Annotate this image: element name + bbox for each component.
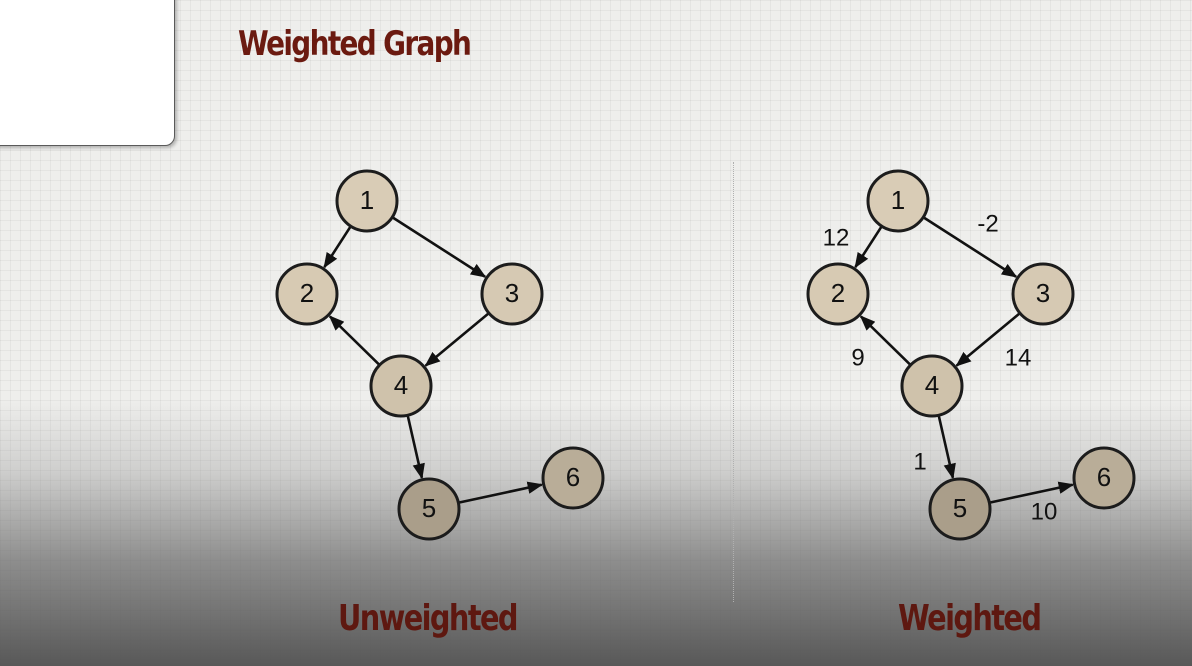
edge-4-5	[937, 415, 956, 480]
node-3: 3	[480, 262, 544, 326]
node-label: 1	[360, 185, 374, 215]
weight-label-5-6: 10	[1031, 498, 1058, 525]
node-4: 4	[369, 354, 433, 418]
edge-3-4	[955, 312, 1020, 367]
node-2: 2	[275, 262, 339, 326]
node-5: 5	[928, 477, 992, 541]
edge-4-2	[859, 315, 911, 366]
slide-title: Weighted Graph	[238, 24, 472, 64]
node-3: 3	[1011, 262, 1075, 326]
node-label: 1	[891, 185, 905, 215]
node-label: 3	[505, 278, 519, 308]
node-2: 2	[806, 262, 870, 326]
node-4: 4	[900, 354, 964, 418]
node-1: 1	[866, 169, 930, 233]
edge-1-2	[323, 226, 352, 269]
edge-1-3	[392, 216, 487, 278]
edge-1-3	[923, 216, 1018, 278]
unweighted-graph: 1 2 3 4 5 6	[275, 169, 605, 541]
weight-label-1-3: -2	[977, 210, 998, 237]
weight-label-1-2: 12	[823, 224, 850, 251]
caption-weighted: Weighted	[898, 598, 1042, 639]
node-6: 6	[541, 446, 605, 510]
corner-panel	[0, 0, 175, 146]
node-label: 5	[953, 493, 967, 523]
weight-label-4-2: 9	[851, 344, 864, 371]
node-5: 5	[397, 477, 461, 541]
node-label: 4	[925, 370, 939, 400]
caption-unweighted: Unweighted	[338, 598, 519, 639]
node-label: 6	[1097, 462, 1111, 492]
node-label: 5	[422, 493, 436, 523]
node-1: 1	[335, 169, 399, 233]
edge-5-6	[459, 481, 544, 504]
edge-4-5	[406, 415, 425, 480]
node-6: 6	[1072, 446, 1136, 510]
node-label: 4	[394, 370, 408, 400]
weight-label-4-5: 1	[913, 448, 926, 475]
edge-4-2	[328, 315, 380, 366]
node-label: 3	[1036, 278, 1050, 308]
node-label: 2	[300, 278, 314, 308]
edge-5-6	[990, 481, 1075, 504]
edge-1-2	[854, 226, 883, 269]
weight-label-3-4: 14	[1005, 344, 1032, 371]
edge-3-4	[424, 312, 489, 367]
divider	[733, 162, 734, 602]
node-label: 6	[566, 462, 580, 492]
node-label: 2	[831, 278, 845, 308]
